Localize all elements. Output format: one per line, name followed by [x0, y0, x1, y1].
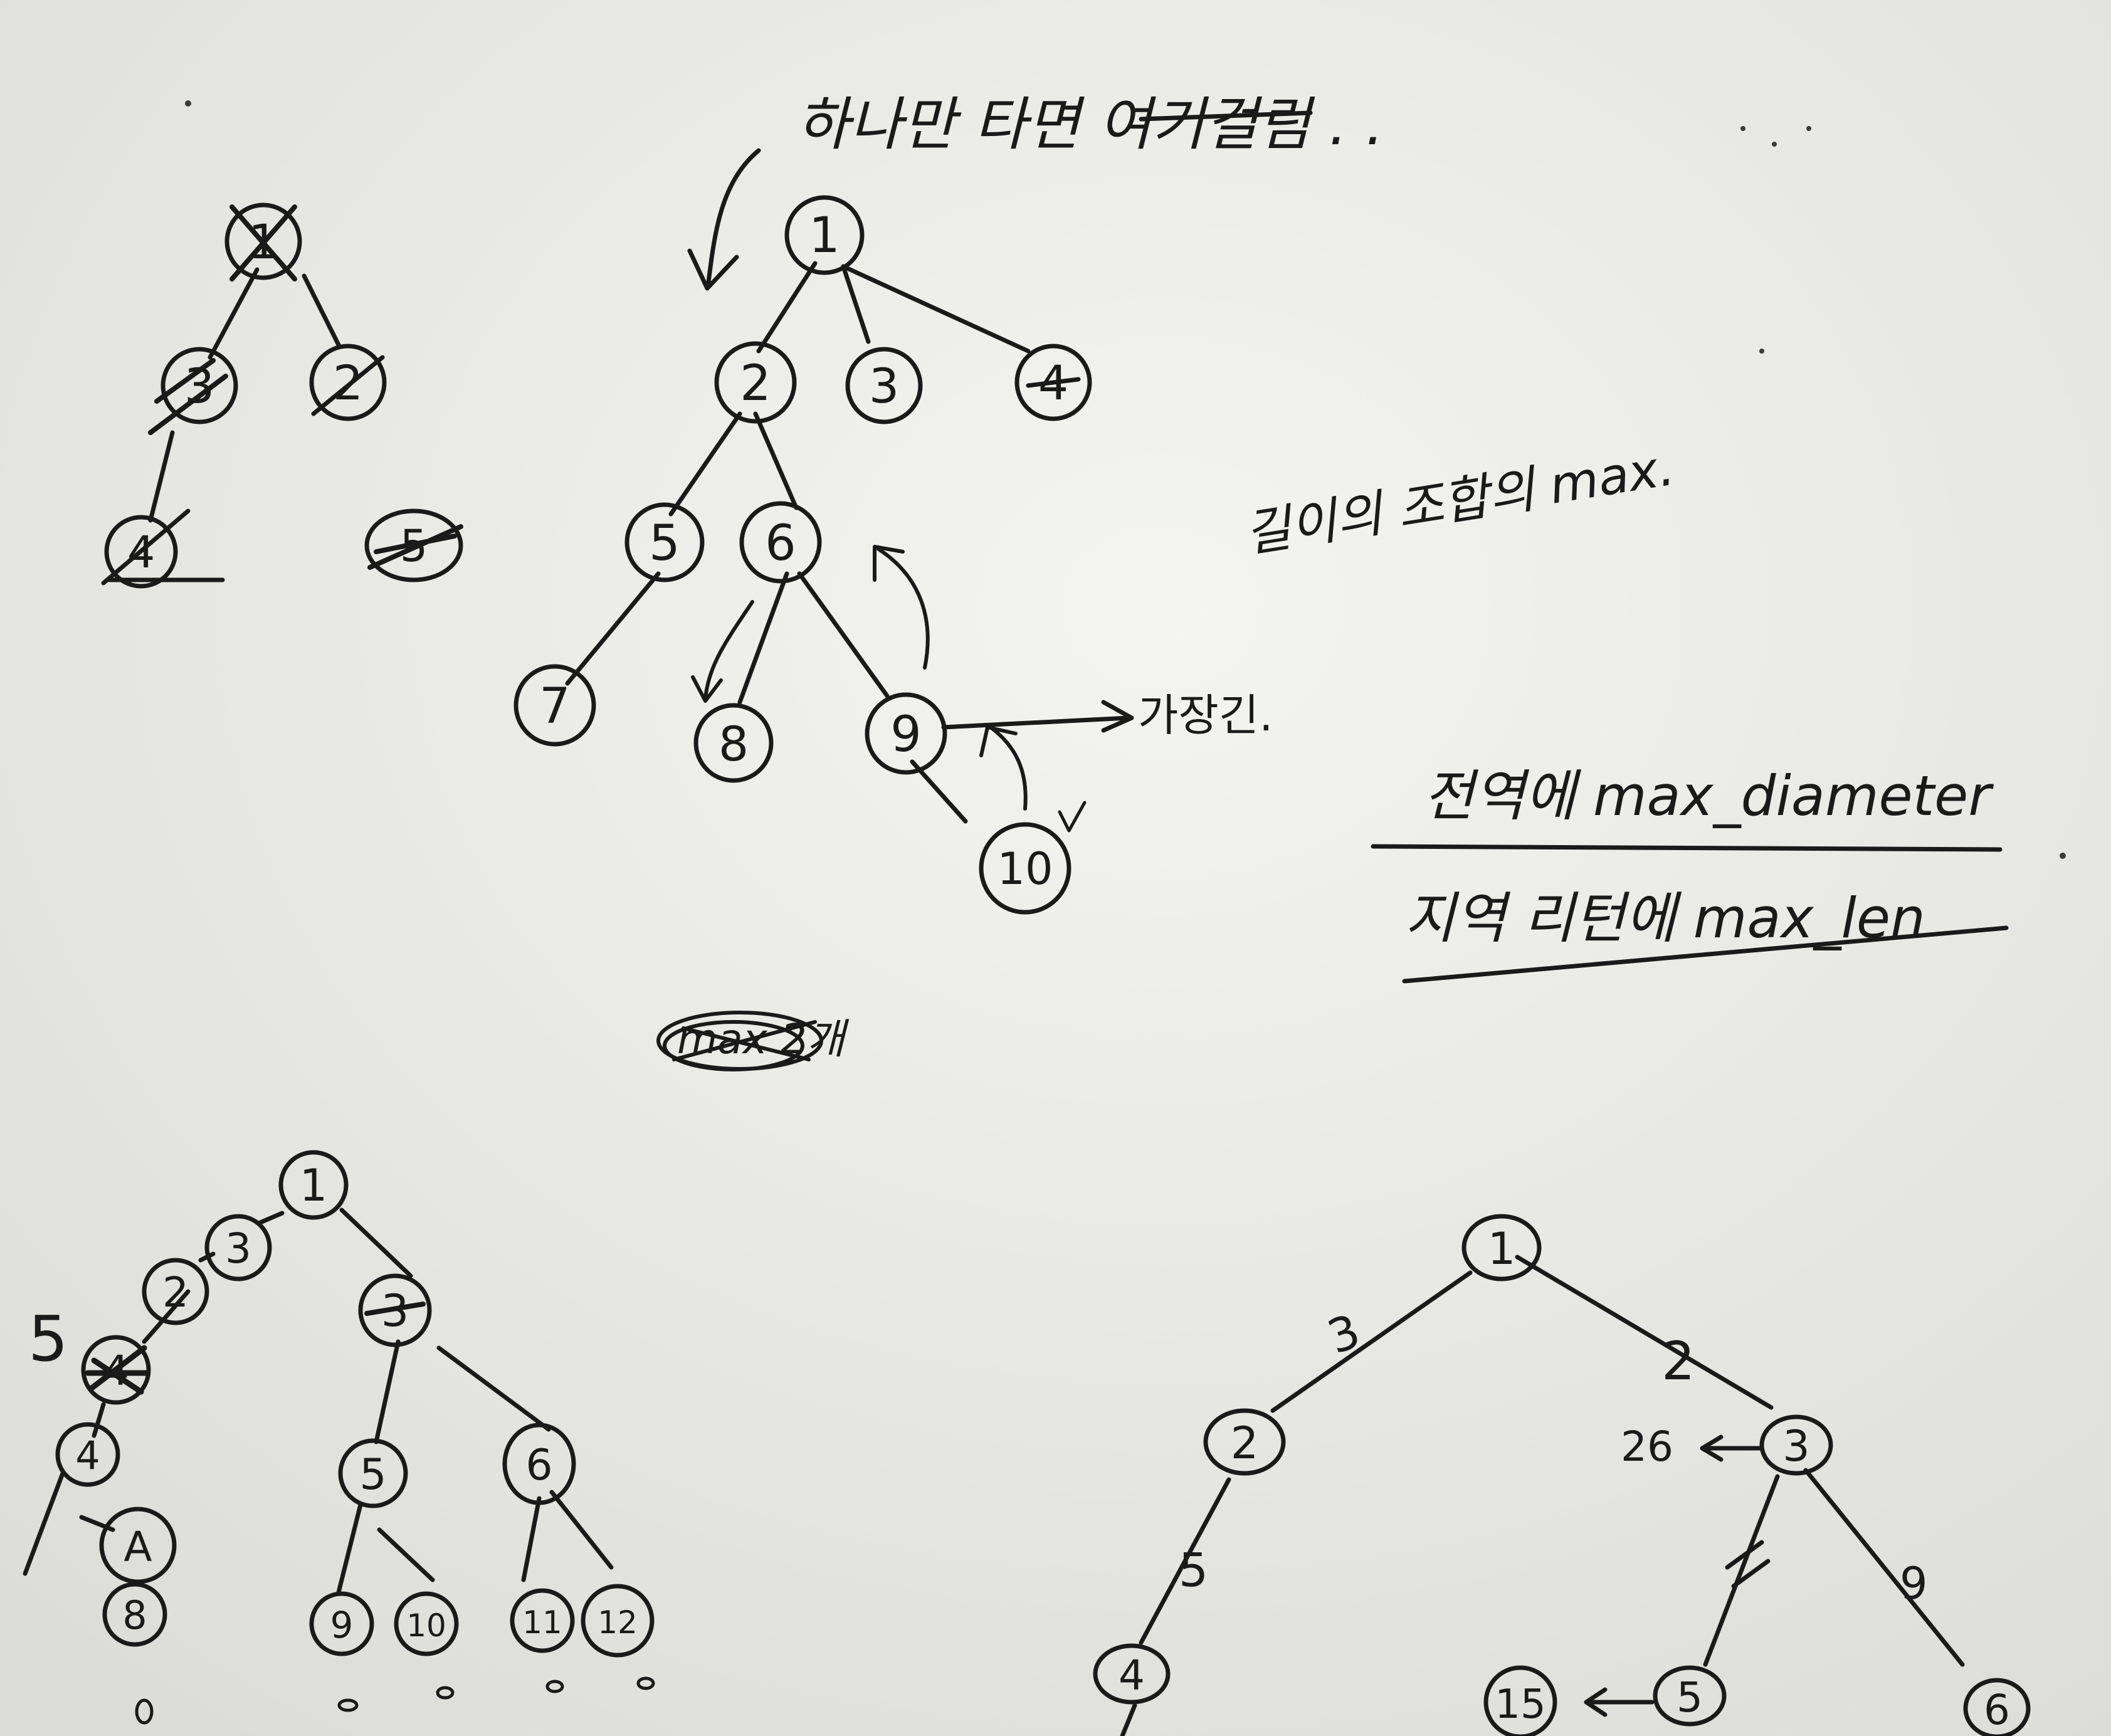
tree-c-node: 4 — [55, 1422, 120, 1487]
tree-c-node: 5 — [338, 1438, 408, 1508]
svg-text:7: 7 — [539, 678, 571, 735]
tree-a-node: 2 — [309, 344, 387, 421]
svg-text:3: 3 — [225, 1224, 251, 1273]
tree-a-node: 5 — [364, 508, 463, 582]
svg-text:3: 3 — [869, 358, 899, 414]
local-label: 지역 리턴에 max_len — [1404, 886, 1925, 950]
local-underline — [1402, 925, 2009, 984]
tree-b-node: 4 — [1014, 344, 1092, 421]
divider-line — [1371, 844, 2003, 852]
tree-a-node: 4 — [101, 508, 225, 589]
tree-b-node: 10 — [979, 822, 1071, 915]
tree-c-node: 9 — [309, 1591, 374, 1656]
tree-d-node: 1 — [1461, 1214, 1542, 1281]
tree-d-node: 6 — [1963, 1678, 2031, 1736]
tree-d-edges — [1120, 1255, 1965, 1736]
svg-text:8: 8 — [122, 1592, 147, 1638]
tree-a-edges — [148, 267, 341, 523]
svg-text:1: 1 — [1488, 1223, 1516, 1275]
top-note-underline — [1139, 110, 1313, 122]
arrow-to-26 — [1700, 1434, 1764, 1462]
edge-weight: 5 — [1179, 1544, 1208, 1597]
tree-d: 3 2 5 9 1 2 3 4 5 6 15 — [1093, 1214, 2031, 1736]
longest-arrow — [941, 700, 1134, 733]
tree-d-node: 15 — [1483, 1665, 1557, 1736]
tree-c-node: 4 — [81, 1335, 151, 1405]
tree-d-node: 4 — [1093, 1643, 1171, 1705]
tree-b: 1 2 3 4 5 6 7 8 — [513, 195, 1273, 915]
check-mark — [1058, 801, 1087, 833]
crossed-max: max 2개 — [656, 1011, 850, 1071]
tree-a-node: 1 — [224, 203, 302, 281]
tree-b-node: 8 — [693, 703, 774, 783]
svg-text:6: 6 — [525, 1441, 552, 1490]
svg-text:2: 2 — [1231, 1418, 1259, 1469]
arrow-to-15 — [1584, 1687, 1655, 1717]
svg-text:1: 1 — [809, 208, 840, 264]
tree-b-node: 6 — [739, 501, 822, 584]
tree-c: 5 1 3 2 4 3 4 A — [23, 1150, 655, 1725]
global-local-note: 전역에 max_diameter 지역 리턴에 max_len — [1371, 764, 2009, 984]
tree-d-side-label: 26 — [1621, 1423, 1673, 1471]
tree-a-node: 3 — [148, 347, 238, 435]
svg-text:15: 15 — [1495, 1681, 1545, 1728]
tree-b-node: 2 — [714, 341, 797, 424]
svg-text:9: 9 — [890, 707, 922, 763]
svg-text:5: 5 — [649, 515, 680, 572]
svg-text:6: 6 — [765, 515, 796, 572]
return-arrow — [691, 600, 754, 703]
tree-c-node: 10 — [394, 1591, 459, 1656]
tree-b-node: 7 — [513, 664, 596, 747]
svg-text:1: 1 — [300, 1160, 328, 1211]
svg-text:4: 4 — [75, 1433, 100, 1478]
tree-b-edges — [565, 261, 1031, 824]
svg-text:4: 4 — [1119, 1651, 1145, 1700]
tree-c-node: 8 — [102, 1582, 167, 1647]
svg-text:9: 9 — [330, 1604, 354, 1646]
svg-text:5: 5 — [359, 1450, 386, 1500]
tree-b-node: 5 — [624, 502, 705, 582]
tree-c-node: 11 — [510, 1588, 575, 1653]
tree-d-node: 5 — [1653, 1665, 1727, 1727]
svg-text:10: 10 — [997, 843, 1053, 895]
tree-b-node: 9 — [865, 692, 947, 775]
svg-text:10: 10 — [406, 1607, 446, 1644]
svg-text:A: A — [124, 1523, 152, 1571]
tree-c-node: 3 — [204, 1214, 272, 1281]
svg-text:5: 5 — [1677, 1673, 1703, 1722]
edge-weight: 9 — [1900, 1558, 1928, 1609]
leaf-marks — [135, 1676, 655, 1725]
top-note-text: 하나만 타면 여기걸림 . . — [796, 91, 1384, 158]
tree-c-side-label: 5 — [28, 1302, 68, 1376]
tree-d-node: 3 — [1759, 1414, 1833, 1476]
tree-b-node: 1 — [784, 195, 865, 275]
tree-c-node: A — [99, 1507, 177, 1584]
tree-c-node: 1 — [278, 1150, 349, 1220]
top-note: 하나만 타면 여기걸림 . . — [687, 91, 1384, 291]
svg-text:8: 8 — [719, 716, 749, 772]
tree-d-node: 2 — [1203, 1408, 1286, 1476]
svg-text:6: 6 — [1984, 1686, 2010, 1734]
tree-b-node: 3 — [845, 347, 923, 424]
tree-c-node: 6 — [502, 1423, 576, 1505]
cut-mark — [1725, 1540, 1771, 1589]
return-arrow — [873, 545, 930, 670]
global-label: 전역에 max_diameter — [1423, 764, 1994, 828]
svg-text:3: 3 — [1782, 1422, 1809, 1471]
tree-a: 1 3 2 4 5 — [101, 203, 463, 589]
svg-text:12: 12 — [598, 1604, 638, 1641]
tree-c-node: 3 — [358, 1273, 432, 1347]
svg-text:11: 11 — [522, 1604, 562, 1641]
svg-text:2: 2 — [740, 355, 771, 412]
longest-label: 가장긴. — [1138, 690, 1273, 741]
top-note-arrow — [687, 148, 761, 291]
edge-weight: 2 — [1661, 1330, 1695, 1392]
tree-c-node: 12 — [581, 1584, 655, 1658]
stray-dots — [185, 100, 2066, 859]
return-arrow — [979, 725, 1028, 811]
svg-text:2: 2 — [162, 1268, 189, 1317]
tree-c-node: 2 — [142, 1258, 209, 1325]
